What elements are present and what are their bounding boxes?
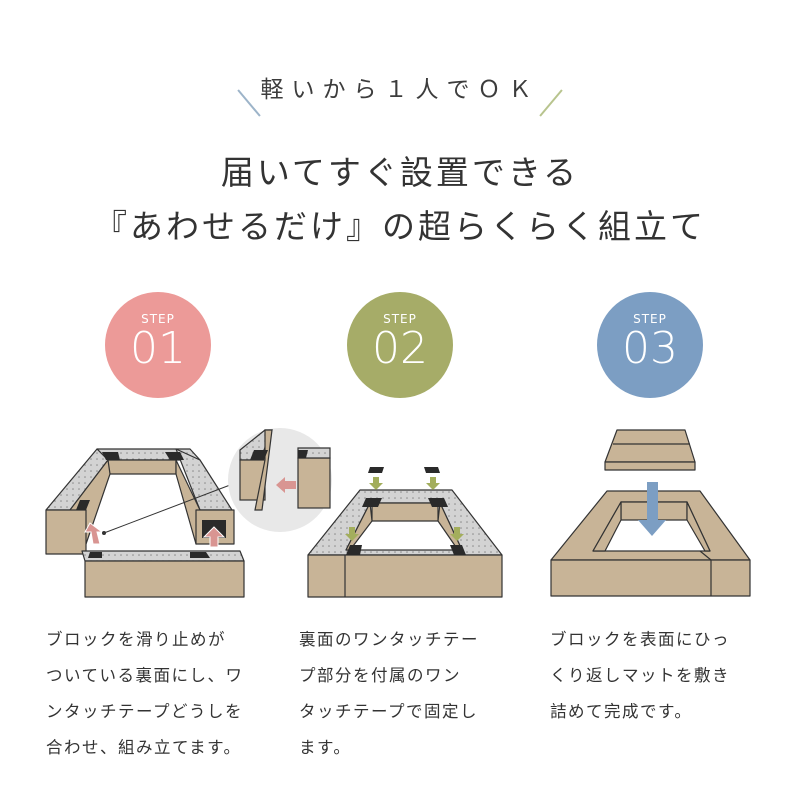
desc-line: 合わせ、組み立てます。 [46, 738, 242, 757]
step-02-description: 裏面のワンタッチテー プ部分を付属のワン タッチテープで固定し ます。 [299, 622, 479, 766]
desc-line: ブロックを表面にひっ [550, 630, 730, 649]
tagline: 軽いから１人でＯＫ [260, 77, 540, 103]
step-01-description: ブロックを滑り止めが ついている裏面にし、ワ ンタッチテープどうしを 合わせ、組… [46, 622, 244, 766]
desc-line: くり返しマットを敷き [550, 666, 730, 685]
step-badge-01: STEP 01 [105, 292, 211, 398]
desc-line: ンタッチテープどうしを [46, 702, 244, 721]
headline-line-2: 『あわせるだけ』の超らくらく組立て [94, 207, 706, 246]
desc-line: ます。 [299, 738, 352, 757]
desc-line: ついている裏面にし、ワ [46, 666, 244, 685]
desc-line: ブロックを滑り止めが [46, 630, 226, 649]
desc-line: タッチテープで固定し [299, 702, 479, 721]
step-label: STEP [383, 312, 417, 326]
desc-line: 裏面のワンタッチテー [299, 630, 479, 649]
step-label: STEP [633, 312, 667, 326]
desc-line: プ部分を付属のワン [299, 666, 461, 685]
step-number: 01 [130, 323, 186, 374]
desc-line: 詰めて完成です。 [550, 702, 693, 721]
step-badge-02: STEP 02 [347, 292, 453, 398]
step-03-illustration [550, 429, 751, 597]
step-badge-03: STEP 03 [597, 292, 703, 398]
headline-line-1: 届いてすぐ設置できる [220, 153, 580, 192]
step-01-illustration [45, 428, 332, 598]
step-03-description: ブロックを表面にひっ くり返しマットを敷き 詰めて完成です。 [550, 622, 730, 730]
step-label: STEP [141, 312, 175, 326]
step-02-illustration [307, 467, 503, 598]
step-number: 02 [372, 323, 428, 374]
step-number: 03 [622, 323, 678, 374]
